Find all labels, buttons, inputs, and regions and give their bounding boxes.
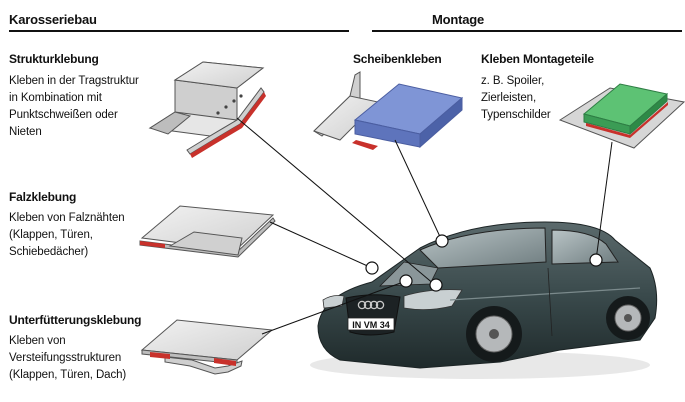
- markers: [365, 234, 603, 292]
- desc-line: Schiebedächer): [9, 246, 89, 258]
- desc-kleben-montageteile: z. B. Spoiler, Zierleisten, Typenschilde…: [481, 73, 551, 124]
- desc-line: Zierleisten,: [481, 92, 537, 104]
- desc-strukturklebung: Kleben in der Tragstruktur in Kombinatio…: [9, 73, 139, 141]
- header-montage-rule: [372, 30, 682, 32]
- license-plate-text: IN VM 34: [352, 320, 390, 330]
- falzklebung-illustration: [139, 205, 276, 258]
- title-falzklebung: Falzklebung: [9, 190, 77, 204]
- title-scheibenkleben: Scheibenkleben: [353, 52, 442, 66]
- marker-falz: [365, 261, 379, 275]
- desc-line: Kleben von Falznähten: [9, 212, 125, 224]
- scheibenkleben-adhesive: [352, 140, 378, 150]
- desc-line: Kleben von: [9, 335, 66, 347]
- unterfuetterung-illustration: [140, 319, 274, 375]
- marker-montageteil: [589, 253, 603, 267]
- unterfuetterung-adhesive-right: [214, 358, 236, 366]
- marker-struktur: [429, 278, 443, 292]
- header-karosseriebau-rule: [9, 30, 349, 32]
- title-kleben-montageteile: Kleben Montageteile: [481, 52, 594, 66]
- desc-falzklebung: Kleben von Falznähten (Klappen, Türen, S…: [9, 210, 125, 261]
- car-illustration: IN VM 34: [310, 221, 658, 379]
- falzklebung-adhesive: [140, 241, 165, 248]
- marker-unterfuetterung: [399, 274, 413, 288]
- leader-lines: [236, 117, 613, 335]
- desc-line: Punktschweißen oder: [9, 109, 118, 121]
- desc-line: (Klappen, Türen,: [9, 229, 93, 241]
- header-montage: Montage: [432, 12, 485, 27]
- montageteile-illustration: [558, 83, 685, 149]
- header-karosseriebau: Karosseriebau: [9, 12, 97, 27]
- scheibenkleben-illustration: [313, 71, 464, 150]
- marker-windshield: [435, 234, 449, 248]
- desc-line: Typenschilder: [481, 109, 551, 121]
- title-unterfuetterungsklebung: Unterfütterungsklebung: [9, 313, 142, 327]
- car-logo: [357, 300, 385, 310]
- strukturklebung-adhesive: [190, 92, 266, 158]
- desc-line: Nieten: [9, 126, 42, 138]
- desc-line: Versteifungsstrukturen: [9, 352, 122, 364]
- desc-line: Kleben in der Tragstruktur: [9, 75, 139, 87]
- desc-line: (Klappen, Türen, Dach): [9, 369, 127, 381]
- desc-line: in Kombination mit: [9, 92, 102, 104]
- license-plate: [347, 317, 395, 331]
- desc-line: z. B. Spoiler,: [481, 75, 545, 87]
- unterfuetterung-adhesive-left: [150, 352, 170, 359]
- montageteile-adhesive: [586, 102, 668, 138]
- title-strukturklebung: Strukturklebung: [9, 52, 99, 66]
- desc-unterfuetterungsklebung: Kleben von Versteifungsstrukturen (Klapp…: [9, 333, 126, 384]
- strukturklebung-illustration: [148, 61, 266, 158]
